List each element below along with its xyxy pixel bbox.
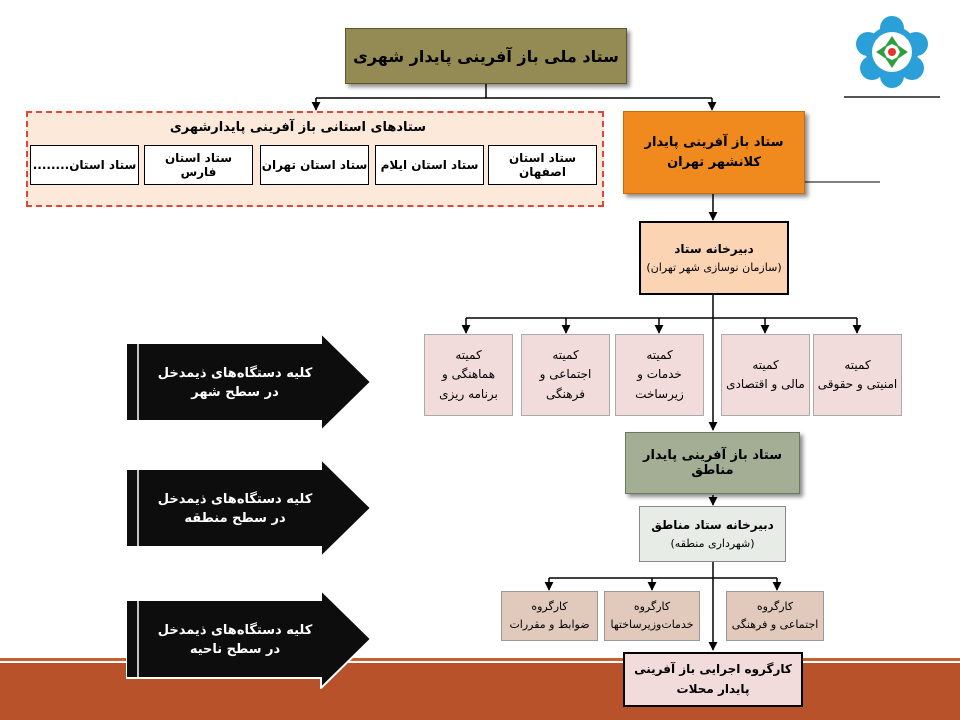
workgroup-social-cultural: کارگروه اجتماعی و فرهنگی [726, 591, 824, 641]
bottom-accent-line [0, 658, 960, 661]
committee-line: کمیته [844, 357, 871, 372]
committee-social-cultural: کمیته اجتماعی و فرهنگی [521, 334, 610, 416]
regions-headquarters-box: ستاد باز آفرینی پایدار مناطق [625, 432, 800, 494]
workgroup-line: کارگروه [633, 600, 671, 614]
committee-line: کمیته [646, 348, 673, 363]
province-box-other: ستاد استان........ [30, 145, 139, 185]
arrow-line1: کلیه دستگاه‌های ذیمدخل [157, 365, 313, 381]
arrow-line2: در سطح منطقه [184, 511, 286, 526]
regions-label: ستاد باز آفرینی پایدار مناطق [643, 448, 782, 478]
province-label: ستاد استان تهران [261, 158, 368, 172]
arrow-district-level-text: کلیه دستگاه‌های ذیمدخل در سطح ناحیه [150, 612, 320, 668]
province-label: ستاد استان ایلام [380, 158, 479, 172]
arrow-line1: کلیه دستگاه‌های ذیمدخل [157, 491, 313, 507]
national-headquarters-box: ستاد ملی باز آفرینی پایدار شهری [345, 28, 627, 84]
region-secretariat-box: دبیرخانه ستاد مناطق (شهرداری منطقه) [639, 506, 786, 562]
metro-line2: کلانشهر تهران [667, 154, 761, 170]
arrow-line2: در سطح شهر [191, 385, 279, 400]
committee-line: کمیته [552, 348, 579, 363]
local-line1: کارگروه اجرایی باز آفرینی [634, 662, 792, 677]
workgroup-regulations: کارگروه ضوابط و مقررات [501, 591, 598, 641]
committee-line: فرهنگی [546, 386, 585, 401]
local-line2: پایدار محلات [676, 681, 750, 696]
arrow-region-level [126, 459, 372, 558]
arrow-region-level-text: کلیه دستگاه‌های ذیمدخل در سطح منطقه [150, 481, 320, 537]
province-box-tehran: ستاد استان تهران [260, 145, 369, 185]
metro-line1: ستاد باز آفرینی پایدار [644, 135, 784, 150]
local-workgroup-box: کارگروه اجرایی باز آفرینی پایدار محلات [623, 652, 803, 707]
region-secretariat-title: دبیرخانه ستاد مناطق [651, 517, 774, 532]
province-label: ستاد استان فارس [164, 151, 233, 179]
province-box-esfahan: ستاد استان اصفهان [488, 145, 597, 185]
committee-line: زیرساخت [635, 386, 684, 401]
workgroup-line: خدمات‌وزیرساختها [610, 618, 694, 631]
committee-line: مالی و اقتصادی [726, 377, 805, 391]
committee-line: خدمات و [637, 367, 682, 382]
province-label: ستاد استان اصفهان [508, 151, 577, 179]
province-box-fars: ستاد استان فارس [144, 145, 253, 185]
secretariat-title: دبیرخانه ستاد [674, 241, 754, 256]
arrow-line1: کلیه دستگاه‌های ذیمدخل [157, 622, 313, 638]
committee-coordination-planning: کمیته هماهنگی و برنامه ریزی [424, 334, 513, 416]
arrow-line2: در سطح ناحیه [189, 642, 281, 657]
committee-line: کمیته [455, 348, 482, 363]
committee-line: کمیته [752, 357, 779, 372]
workgroup-line: کارگروه [531, 600, 568, 614]
secretariat-subtitle: (سازمان نوسازی شهر تهران) [646, 260, 782, 274]
province-label: ستاد استان........ [32, 158, 137, 172]
workgroup-line: کارگروه [756, 600, 794, 614]
workgroup-services-infrastructure: کارگروه خدمات‌وزیرساختها [604, 591, 700, 641]
arrow-district-level [126, 590, 372, 689]
national-headquarters-label: ستاد ملی باز آفرینی پایدار شهری [353, 46, 619, 66]
arrow-city-level [126, 333, 372, 432]
province-box-ilam: ستاد استان ایلام [375, 145, 484, 185]
organization-logo [836, 14, 948, 104]
committee-line: امنیتی و حقوقی [817, 377, 898, 391]
provincial-title: ستادهای استانی باز آفرینی پایدارشهری [169, 120, 426, 135]
secretariat-box: دبیرخانه ستاد (سازمان نوسازی شهر تهران) [639, 221, 789, 295]
committee-security-legal: کمیته امنیتی و حقوقی [813, 334, 902, 416]
committee-services-infrastructure: کمیته خدمات و زیرساخت [615, 334, 704, 416]
arrow-city-level-text: کلیه دستگاه‌های ذیمدخل در سطح شهر [150, 355, 320, 411]
metro-headquarters-box: ستاد باز آفرینی پایدار کلانشهر تهران [623, 111, 805, 194]
region-secretariat-subtitle: (شهرداری منطقه) [670, 536, 755, 550]
committee-finance-economy: کمیته مالی و اقتصادی [721, 334, 810, 416]
committee-line: هماهنگی و [441, 367, 496, 382]
committee-line: اجتماعی و [539, 367, 592, 382]
committee-line: برنامه ریزی [439, 386, 498, 401]
workgroup-line: ضوابط و مقررات [509, 618, 590, 631]
workgroup-line: اجتماعی و فرهنگی [731, 618, 819, 631]
